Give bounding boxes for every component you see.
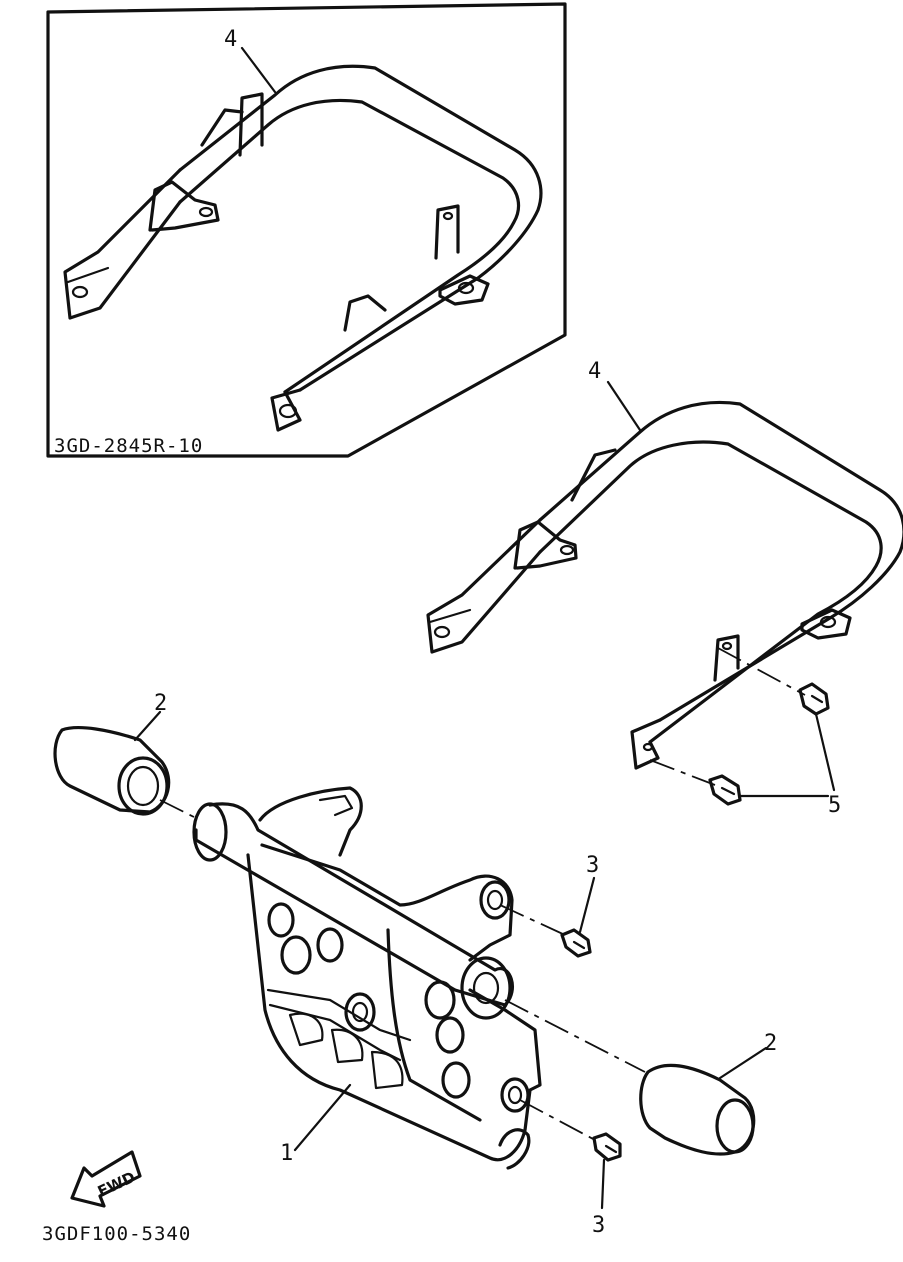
bolt-3-upper-callout: 3 [586,853,599,878]
bolts-callout: 5 [828,793,841,818]
right-axis-line [504,999,646,1073]
bolt-3-lower [592,1132,622,1162]
end-cap-left [53,726,171,816]
inset-part-code: 3GD-2845R-10 [54,435,203,457]
inset-border [46,2,567,458]
bolt-5-lower [708,774,742,806]
inset-callout: 4 [224,27,237,52]
end-cap-left-callout: 2 [154,691,167,716]
bolt-3-upper-leader [578,876,596,934]
plate-leader [293,1083,352,1152]
bar-bolts: 5 [649,647,841,818]
bolts-leader [738,712,836,798]
end-cap-right-callout: 2 [764,1031,777,1056]
plate-callout: 1 [280,1141,293,1166]
lower-bolt-axis [519,1099,596,1141]
fwd-label: FWD [95,1168,138,1201]
bolt-5-upper [798,682,830,716]
end-cap-right [639,1063,756,1156]
figure-code: 3GDF100-5340 [42,1223,191,1245]
bolt-3-lower-leader [600,1158,606,1210]
grab-bar-callout: 4 [588,359,601,384]
grab-bar-leader [606,380,642,432]
bolt-3-lower-callout: 3 [592,1213,605,1238]
bolt-3-upper [560,928,592,958]
upper-bolt-axis [499,904,566,936]
fwd-arrow-icon: FWD [70,1150,142,1208]
end-cap-right-leader [718,1046,768,1080]
left-axis-line [159,799,201,821]
inset-panel: 4 3GD-2845R-10 [46,2,567,458]
end-cap-left-leader [133,710,162,742]
guard-plate [192,786,542,1170]
inset-grab-bar [63,64,543,432]
grab-bar [426,400,903,770]
inset-leader [240,46,277,94]
